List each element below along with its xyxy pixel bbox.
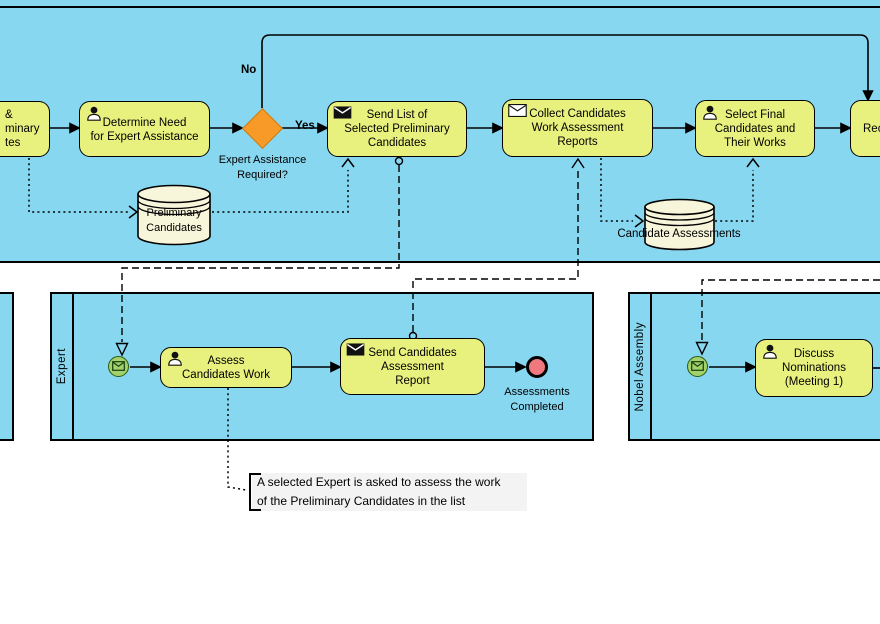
task-discuss-nominations[interactable]: Discuss Nominations (Meeting 1): [755, 339, 873, 397]
envelope-icon: [112, 358, 125, 376]
user-icon: [166, 351, 184, 371]
start-event-nobel-assembly[interactable]: [687, 356, 708, 377]
lane-band-nobel-assembly[interactable]: Nobel Assembly: [630, 294, 652, 439]
datastore-label-preliminary: Preliminary Candidates: [146, 207, 202, 234]
envelope-icon: [691, 358, 704, 376]
task-label: Send List of Selected Preliminary Candid…: [344, 109, 450, 149]
pool-expert[interactable]: Expert: [50, 292, 594, 441]
datastore-candidate-assessments[interactable]: [643, 198, 716, 252]
outline-envelope-icon: [508, 104, 527, 121]
end-event-assessments-completed[interactable]: [526, 356, 548, 378]
task-label: & minary tes: [5, 109, 40, 149]
task-label: Collect Candidates Work Assessment Repor…: [529, 108, 626, 148]
task-label: Assess Candidates Work: [182, 354, 270, 381]
task-label: Determine Need for Expert Assistance: [90, 117, 199, 143]
pool-partial-left[interactable]: [0, 292, 14, 441]
user-icon: [701, 105, 719, 125]
filled-envelope-icon: [333, 106, 352, 123]
task-assess-candidates-work[interactable]: Assess Candidates Work: [160, 347, 292, 388]
lane-band-expert[interactable]: Expert: [52, 294, 74, 439]
task-label: Discuss Nominations (Meeting 1): [782, 348, 846, 388]
start-event-expert[interactable]: [108, 356, 129, 377]
task-send-list[interactable]: Send List of Selected Preliminary Candid…: [327, 101, 467, 157]
task-select-final[interactable]: Select Final Candidates and Their Works: [695, 100, 815, 157]
task-send-assessment-report[interactable]: Send Candidates Assessment Report: [340, 338, 485, 395]
task-partial-right[interactable]: Rec: [850, 100, 880, 157]
text-annotation[interactable]: A selected Expert is asked to assess the…: [252, 473, 527, 511]
task-partial-left[interactable]: & minary tes: [0, 101, 50, 157]
task-determine-need[interactable]: Determine Need for Expert Assistance: [79, 101, 210, 157]
task-label: Rec: [863, 122, 880, 135]
user-icon: [761, 344, 779, 364]
user-icon: [85, 106, 103, 126]
task-label: Send Candidates Assessment Report: [368, 346, 457, 387]
datastore-label-assessments: Candidate Assessments: [617, 228, 741, 240]
task-collect-reports[interactable]: Collect Candidates Work Assessment Repor…: [502, 99, 653, 157]
pool-top-border: [0, 6, 880, 8]
lane-label-nobel-assembly: Nobel Assembly: [634, 321, 646, 412]
annotation-bracket: [249, 473, 261, 511]
task-label: Select Final Candidates and Their Works: [714, 108, 796, 149]
filled-envelope-icon: [346, 343, 365, 360]
lane-label-expert: Expert: [56, 348, 68, 385]
annotation-text: A selected Expert is asked to assess the…: [257, 475, 501, 508]
datastore-preliminary-candidates[interactable]: [136, 184, 212, 247]
